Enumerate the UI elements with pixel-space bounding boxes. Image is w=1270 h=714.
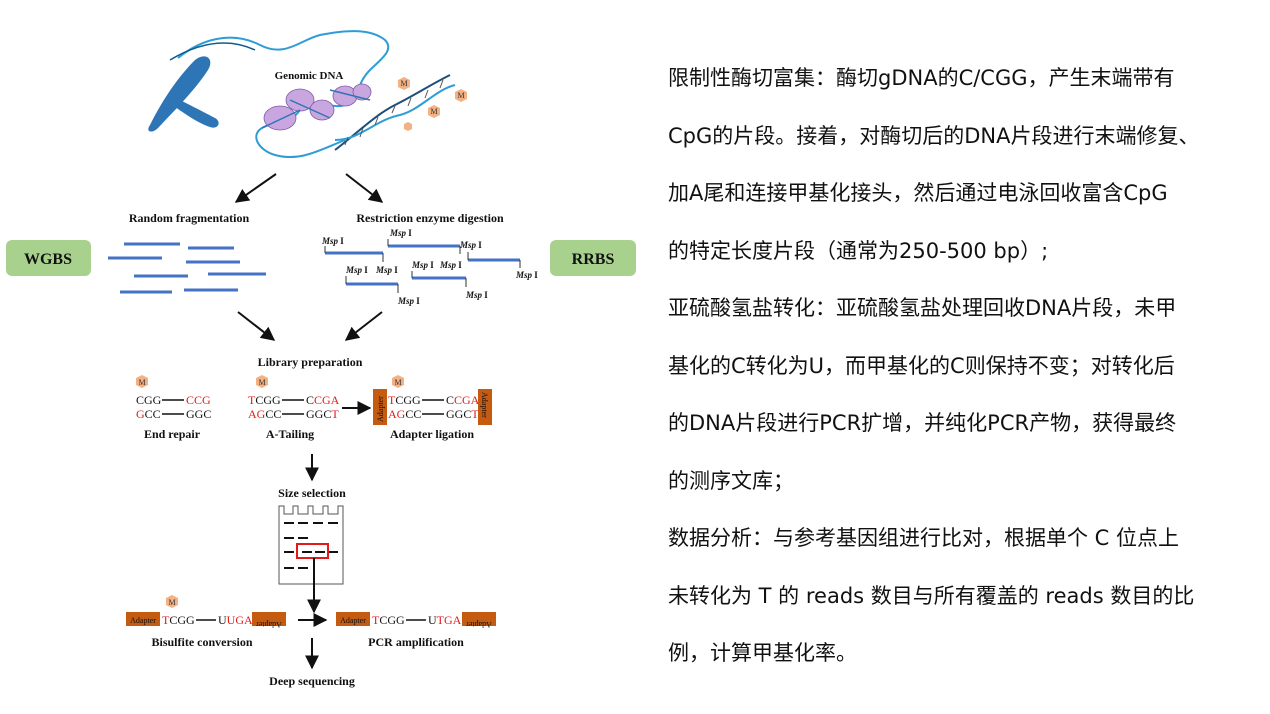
end-repair-gcc: GCC <box>136 407 161 421</box>
text-line: 基化的C转化为U，而甲基化的C则保持不变；对转化后 <box>668 353 1175 378</box>
random-fragmentation-label: Random fragmentation <box>129 211 250 225</box>
library-preparation-label: Library preparation <box>258 355 363 369</box>
text-line: 例，计算甲基化率。 <box>668 641 857 665</box>
text-line: 未转化为 T 的 reads 数目与所有覆盖的 reads 数目的比 <box>668 583 1195 608</box>
text-line: 的测序文库； <box>668 468 794 493</box>
restriction-digestion-label: Restriction enzyme digestion <box>356 211 504 225</box>
size-selection-label: Size selection <box>278 486 346 500</box>
svg-text:M: M <box>430 107 437 116</box>
msp-site-label: Msp I <box>459 240 482 250</box>
a-tailing-step: M TCGG CCGA AGCC GGCT A-Tailing <box>248 375 340 441</box>
genomic-dna-label: Genomic DNA <box>275 70 344 82</box>
gel-electrophoresis-icon <box>278 505 344 585</box>
text-line: CpG的片段。接着，对酶切后的DNA片段进行末端修复、 <box>668 123 1200 148</box>
svg-text:UUGA: UUGA <box>218 613 253 627</box>
arrow-random-to-library <box>237 311 276 341</box>
svg-text:CCG: CCG <box>186 393 211 407</box>
text-line: 数据分析：与参考基因组进行比对，根据单个 C 位点上 <box>668 526 1180 550</box>
genomic-dna-illustration: M M M Genomic DNA <box>148 30 467 159</box>
description-panel: 限制性酶切富集：酶切gDNA的C/CGG，产生末端带有 CpG的片段。接着，对酶… <box>668 50 1258 683</box>
svg-text:TCGG: TCGG <box>248 393 281 407</box>
svg-text:Adapter: Adapter <box>256 620 282 629</box>
arrow-restriction-to-library <box>344 311 383 341</box>
selected-band-box <box>296 543 329 559</box>
svg-text:A-Tailing: A-Tailing <box>266 427 314 441</box>
svg-text:M: M <box>138 378 145 387</box>
msp-site-label: Msp I <box>389 228 412 238</box>
svg-text:Bisulfite conversion: Bisulfite conversion <box>152 635 253 649</box>
msp-site-label: Msp I <box>439 260 462 270</box>
restriction-fragments: Msp I Msp I Msp I Msp I Msp I Msp I Msp … <box>321 228 538 306</box>
svg-text:M: M <box>168 598 175 607</box>
bisulfite-conversion-step: Adapter M TCGG UUGA Adapter Bisulfite co… <box>126 595 286 649</box>
svg-text:UTGA: UTGA <box>428 613 462 627</box>
svg-text:TCGG: TCGG <box>162 613 195 627</box>
svg-text:Adapter ligation: Adapter ligation <box>390 427 474 441</box>
double-helix <box>334 74 456 151</box>
msp-site-label: Msp I <box>375 265 398 275</box>
adapter-ligation-step: Adapter M TCGG CCGA AGCC GGCT Adapter Ad… <box>373 375 492 441</box>
svg-text:GGCT: GGCT <box>446 407 479 421</box>
msp-site-label: Msp I <box>345 265 368 275</box>
svg-text:M: M <box>457 91 464 100</box>
nucleosome-cluster <box>263 83 372 131</box>
svg-text:M: M <box>400 79 407 88</box>
msp-site-label: Msp I <box>411 260 434 270</box>
wgbs-badge: WGBS <box>6 240 91 276</box>
svg-text:RRBS: RRBS <box>572 251 615 268</box>
msp-site-label: Msp I <box>321 236 344 246</box>
text-line: 加A尾和连接甲基化接头，然后通过电泳回收富含CpG <box>668 181 1168 205</box>
svg-text:GGCT: GGCT <box>306 407 339 421</box>
msp-site-label: Msp I <box>397 296 420 306</box>
text-line: 的特定长度片段（通常为250-500 bp）; <box>668 238 1049 263</box>
svg-text:Adapter: Adapter <box>466 620 492 629</box>
rrbs-badge: RRBS <box>550 240 636 276</box>
pcr-amplification-step: Adapter TCGG UTGA Adapter PCR amplificat… <box>336 612 496 649</box>
svg-text:TCGG: TCGG <box>388 393 421 407</box>
end-repair-step: M CGG CCG GCC GGC End repair <box>136 375 211 441</box>
chromosome-icon <box>148 56 219 132</box>
svg-text:M: M <box>258 378 265 387</box>
arrow-to-random <box>234 173 277 203</box>
msp-site-label: Msp I <box>465 290 488 300</box>
svg-text:Adapter: Adapter <box>480 392 489 418</box>
random-fragments <box>108 242 266 294</box>
svg-text:CCGA: CCGA <box>306 393 340 407</box>
svg-text:M: M <box>394 378 401 387</box>
msp-labels: Msp I Msp I Msp I Msp I Msp I Msp I Msp … <box>321 228 538 306</box>
svg-text:Adapter: Adapter <box>340 616 366 625</box>
svg-text:TCGG: TCGG <box>372 613 405 627</box>
svg-text:Adapter: Adapter <box>376 396 385 422</box>
text-line: 的DNA片段进行PCR扩增，并纯化PCR产物，获得最终 <box>668 411 1177 435</box>
deep-sequencing-label: Deep sequencing <box>269 674 355 688</box>
svg-text:Adapter: Adapter <box>130 616 156 625</box>
svg-text:WGBS: WGBS <box>24 251 72 268</box>
text-line: 限制性酶切富集：酶切gDNA的C/CGG，产生末端带有 <box>668 66 1175 90</box>
svg-text:AGCC: AGCC <box>388 407 421 421</box>
svg-text:AGCC: AGCC <box>248 407 281 421</box>
arrow-to-restriction <box>345 173 384 203</box>
text-line: 亚硫酸氢盐转化：亚硫酸氢盐处理回收DNA片段，未甲 <box>668 296 1177 320</box>
msp-site-label: Msp I <box>515 270 538 280</box>
methyl-marks: M M M <box>398 77 467 131</box>
svg-text:CCGA: CCGA <box>446 393 480 407</box>
svg-text:PCR amplification: PCR amplification <box>368 635 464 649</box>
svg-text:CGG: CGG <box>136 393 162 407</box>
rrbs-workflow-diagram: M M M Genomic DNA Random fragmentation R… <box>6 30 636 688</box>
svg-text:End repair: End repair <box>144 427 201 441</box>
svg-text:GGC: GGC <box>186 407 211 421</box>
